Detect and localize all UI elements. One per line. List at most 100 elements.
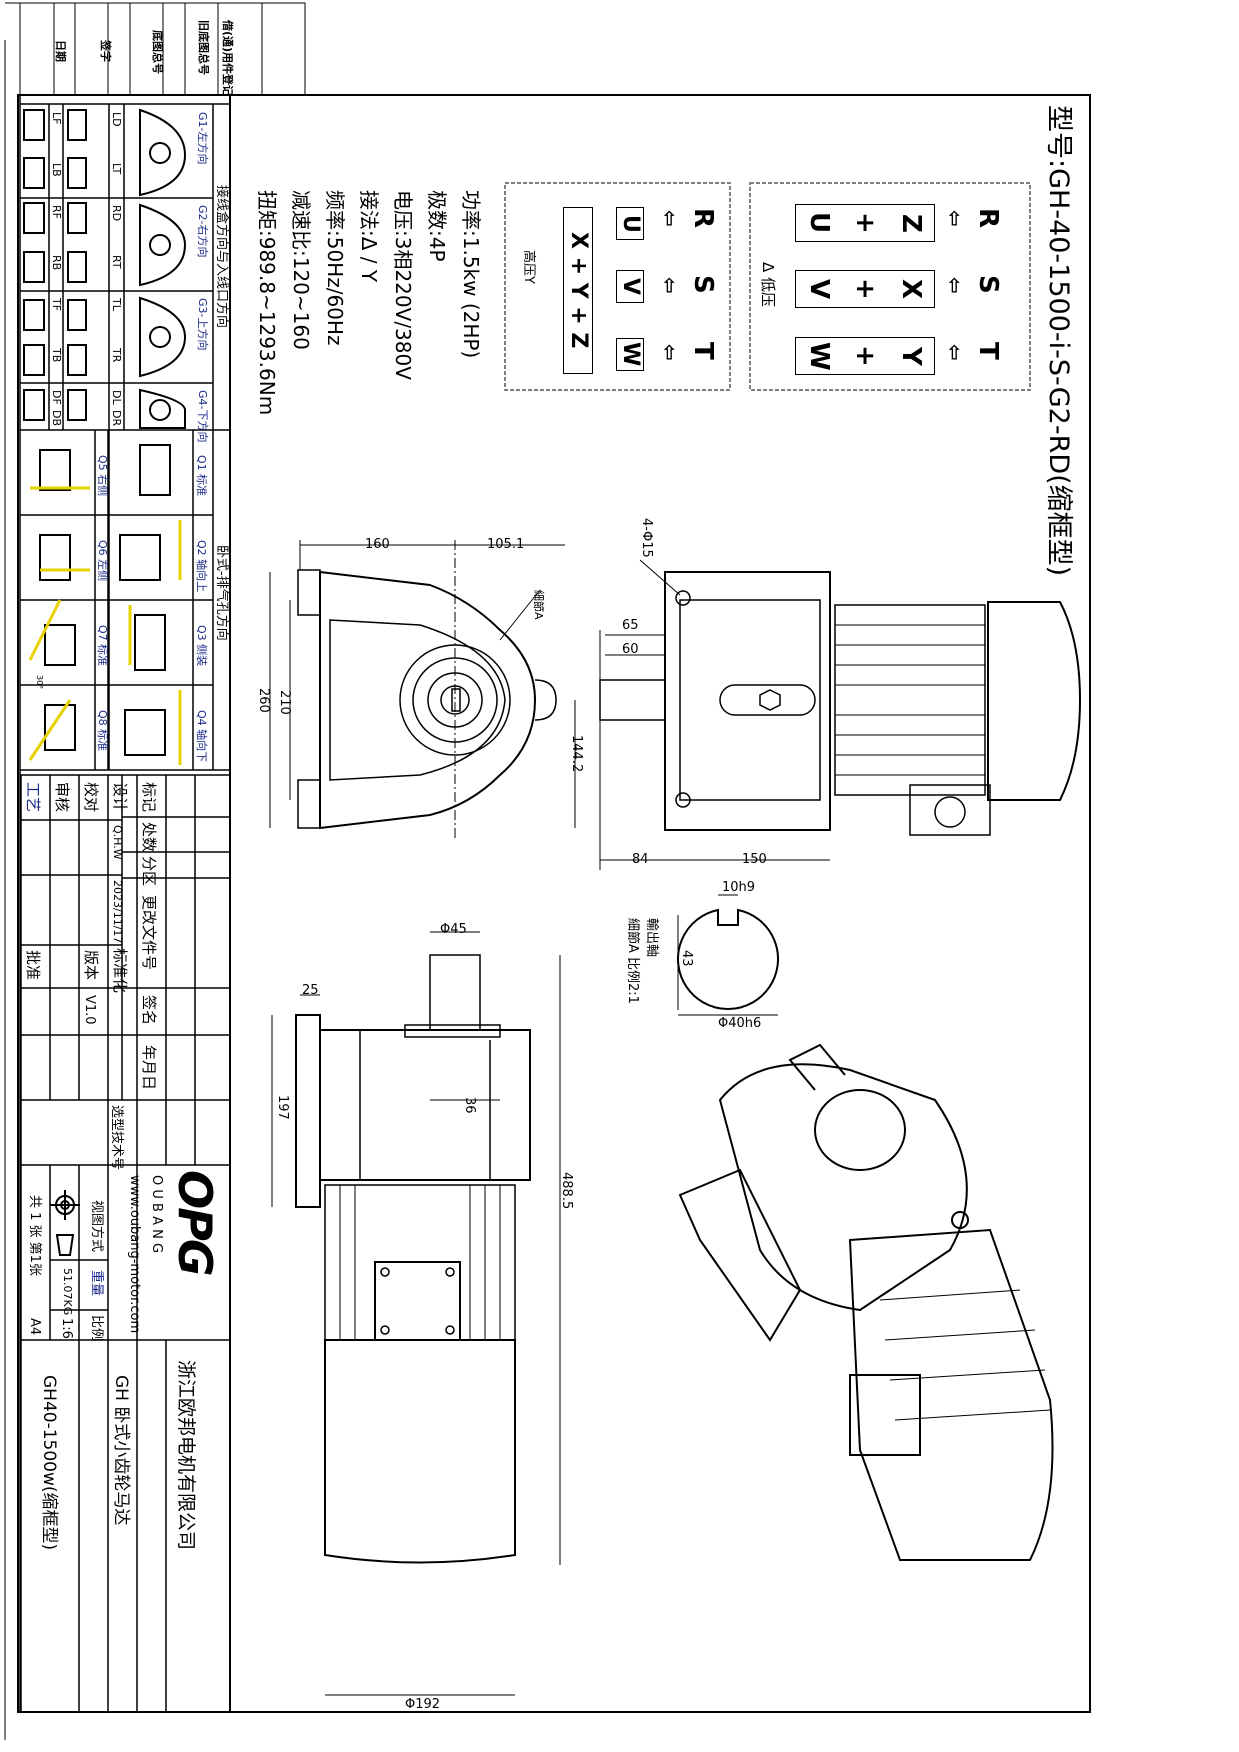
code-ld: LD: [110, 112, 123, 127]
label-count: 处数: [140, 822, 158, 853]
arrow-left-icon: ⇦: [943, 344, 967, 361]
code-dl: DL: [110, 390, 123, 405]
dim-260: 260: [256, 688, 271, 713]
dim-488-5: 488.5: [559, 1172, 574, 1210]
single-u: U: [616, 207, 644, 240]
spec-voltage: 电压:3相220V/380V: [391, 190, 415, 380]
star-text: X + Y + Z: [566, 232, 591, 349]
label-view-method: 视图方式: [89, 1200, 104, 1253]
dim-210: 210: [277, 690, 292, 715]
q1-label: Q1 标准: [195, 455, 208, 497]
weight-value: 51.07KG: [61, 1268, 74, 1316]
paper-size: A4: [27, 1318, 42, 1336]
detail-scale-label: 細節A 比例2:1: [625, 918, 640, 1004]
code-lf: LF: [50, 112, 63, 125]
q2-label: Q2 轴向上: [195, 540, 208, 593]
designer-value: Q.H.W: [111, 825, 124, 860]
star-connection: X + Y + Z: [563, 207, 593, 374]
terminal-t: T: [688, 342, 718, 360]
main-frame: [17, 94, 1091, 1713]
dim-phi45: Φ45: [440, 922, 467, 937]
angle-label: 30°: [35, 675, 44, 690]
website-link: www.oubang-motor.com: [127, 1175, 142, 1334]
arrow-left-icon: ⇦: [658, 210, 682, 227]
pair-wy: W + Y: [795, 337, 935, 375]
label-scale: 比例: [89, 1315, 104, 1342]
spec-torque: 扭矩:989.8~1293.6Nm: [255, 190, 279, 416]
label-check: 校对: [82, 782, 100, 813]
bottom-view: [271, 931, 561, 1696]
arrow-left-icon: ⇦: [658, 277, 682, 294]
dim-shaft-dia: Φ40h6: [718, 1016, 762, 1031]
pair-uz: U + Z: [795, 204, 935, 242]
brand-name: O U B A N G: [149, 1175, 164, 1254]
label-standardize: 标准化: [111, 948, 129, 994]
spec-connection: 接法:Δ / Y: [357, 190, 381, 283]
g2-icon: [139, 203, 187, 287]
g2-label: G2-右方向: [196, 205, 209, 258]
pair-char: W: [804, 341, 834, 371]
code-rd: RD: [110, 205, 123, 222]
q8-label: Q8 标准: [96, 710, 109, 752]
dim-160: 160: [365, 537, 390, 552]
dim-65: 65: [622, 618, 639, 633]
projection-symbols: [50, 1190, 80, 1256]
single-char: W: [618, 342, 643, 367]
pair-char: V: [804, 278, 834, 300]
code-lt: LT: [110, 163, 123, 175]
orientation-table-lines: [19, 95, 230, 1712]
dim-phi192: Φ192: [405, 1697, 441, 1712]
orientation-icons: [23, 108, 187, 756]
dim-84: 84: [632, 852, 649, 867]
q4-label: Q4 轴向下: [195, 710, 208, 763]
title-block-lines: [20, 774, 230, 1712]
high-voltage-label: 高压Y: [521, 250, 536, 284]
code-rt: RT: [110, 255, 123, 269]
q5-label: Q5 右侧: [96, 455, 109, 497]
q3-label: Q3 侧装: [195, 625, 208, 667]
pair-char: +: [850, 278, 880, 300]
label-approve: 批准: [24, 950, 42, 981]
spec-power: 功率:1.5kw (2HP): [459, 190, 483, 359]
terminal-s: S: [688, 275, 718, 294]
strip-sign: 签字: [99, 40, 112, 62]
dim-150: 150: [742, 852, 767, 867]
pair-vx: V + X: [795, 270, 935, 308]
strip-base-no: 底图总号: [151, 30, 164, 74]
pair-char: +: [850, 345, 880, 367]
spec-frequency: 频率:50Hz/60Hz: [323, 190, 347, 346]
spec-ratio: 减速比:120~160: [289, 190, 313, 350]
label-version: 版本: [82, 950, 100, 981]
g3-label: G3-上方向: [196, 298, 209, 351]
pair-char: X: [896, 278, 926, 300]
terminal-r: R: [688, 208, 718, 229]
wiring-box-low: [749, 182, 1031, 391]
q7-label: Q7 标准: [96, 625, 109, 667]
label-change-doc: 更改文件号: [140, 895, 158, 971]
pair-char: Y: [896, 346, 926, 366]
arrow-left-icon: ⇦: [943, 210, 967, 227]
dim-197: 197: [275, 1095, 290, 1120]
pair-char: U: [804, 212, 834, 234]
arrow-left-icon: ⇦: [658, 344, 682, 361]
g4-icon: [139, 388, 186, 429]
code-dr: DR: [110, 410, 123, 427]
code-tb: TB: [50, 348, 63, 363]
spec-list: 功率:1.5kw (2HP) 极数:4P 电压:3相220V/380V 接法:Δ…: [250, 190, 488, 415]
g1-label: G1-左方向: [196, 112, 209, 165]
code-tl: TL: [110, 298, 123, 311]
code-rb: RB: [50, 255, 63, 271]
dim-43: 43: [679, 950, 694, 967]
single-char: U: [618, 214, 643, 233]
dim-keyway: 10h9: [722, 880, 756, 895]
dim-60: 60: [622, 642, 639, 657]
version-value: V1.0: [82, 995, 97, 1025]
g4-label: G4-下方向: [196, 390, 209, 443]
arrow-left-icon: ⇦: [943, 277, 967, 294]
strip-borrow-register: 借(通)用件登记: [221, 20, 234, 97]
code-df: DF: [50, 390, 63, 405]
scale-value: 1:6: [59, 1318, 74, 1339]
code-tf: TF: [50, 298, 63, 312]
terminal-t: T: [973, 342, 1003, 360]
